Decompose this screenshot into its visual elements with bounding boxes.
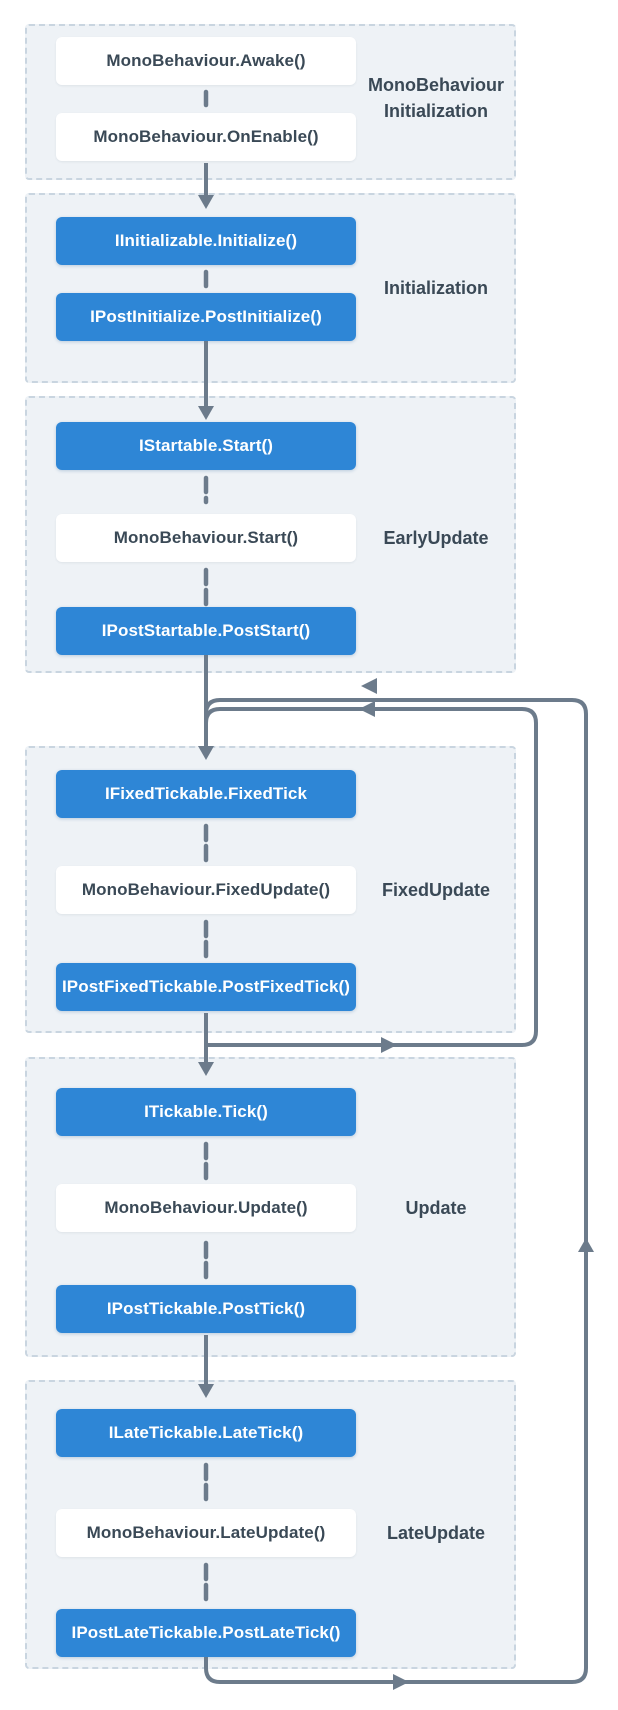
node-itickable-tick: ITickable.Tick() [56, 1088, 356, 1136]
node-monobehaviour-awake: MonoBehaviour.Awake() [56, 37, 356, 85]
section-label-update: Update [405, 1198, 467, 1218]
arrowhead-right-icon [381, 1037, 397, 1053]
node-monobehaviour-onenable: MonoBehaviour.OnEnable() [56, 113, 356, 161]
section-label-initialization: Initialization [383, 278, 488, 298]
node-ipostfixedtickable-postfixedtick: IPostFixedTickable.PostFixedTick() [56, 963, 356, 1011]
node-iinitializable-initialize: IInitializable.Initialize() [56, 217, 356, 265]
node-ilatetickable-latetick: ILateTickable.LateTick() [56, 1409, 356, 1457]
node-monobehaviour-lateupdate: MonoBehaviour.LateUpdate() [56, 1509, 356, 1557]
section-label-fixedupdate: FixedUpdate [381, 880, 491, 900]
node-iposttickable-posttick: IPostTickable.PostTick() [56, 1285, 356, 1333]
node-monobehaviour-fixedupdate: MonoBehaviour.FixedUpdate() [56, 866, 356, 914]
node-ifixedtickable-fixedtick: IFixedTickable.FixedTick [56, 770, 356, 818]
node-ipostinitialize-postinitialize: IPostInitialize.PostInitialize() [56, 293, 356, 341]
arrowhead-left-icon [361, 678, 377, 694]
node-monobehaviour-start: MonoBehaviour.Start() [56, 514, 356, 562]
node-ipostlatetickable-postlatetick: IPostLateTickable.PostLateTick() [56, 1609, 356, 1657]
arrowhead-right-icon [393, 1674, 409, 1690]
section-label-earlyupdate: EarlyUpdate [383, 528, 489, 548]
section-label-monobehaviour-initialization: MonoBehaviour Initialization [367, 75, 504, 121]
arrowhead-left-icon [359, 701, 375, 717]
arrowhead-up-icon [578, 1238, 594, 1252]
node-ipoststartable-poststart: IPostStartable.PostStart() [56, 607, 356, 655]
section-label-lateupdate: LateUpdate [386, 1523, 485, 1543]
node-monobehaviour-update: MonoBehaviour.Update() [56, 1184, 356, 1232]
node-istartable-start: IStartable.Start() [56, 422, 356, 470]
